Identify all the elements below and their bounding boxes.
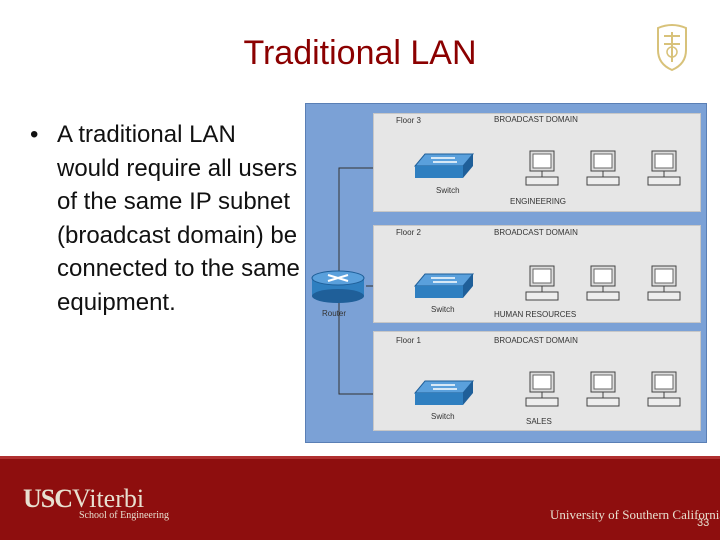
switch-icon — [413, 153, 475, 178]
network-diagram: Floor 3 BROADCAST DOMAIN Switch ENGINEER… — [305, 103, 707, 443]
computer-icon — [586, 265, 620, 301]
usc-seal-icon — [657, 24, 687, 72]
computer-icon — [525, 150, 559, 186]
department-label: SALES — [526, 417, 552, 426]
computer-icon — [586, 150, 620, 186]
bullet-marker: • — [30, 121, 39, 148]
computer-icon — [647, 150, 681, 186]
router-label: Router — [322, 309, 347, 318]
bullet-text: A traditional LAN would require all user… — [57, 121, 300, 316]
floor-label: Floor 2 — [396, 228, 421, 237]
switch-label: Switch — [436, 186, 460, 195]
computer-icon — [647, 371, 681, 407]
usc-viterbi-logo: USCViterbi School of Engineering — [23, 484, 169, 521]
switch-icon — [413, 380, 475, 405]
logo-usc-text: USC — [23, 484, 73, 513]
router-icon — [311, 270, 365, 303]
university-name: University of Southern California — [550, 507, 720, 522]
broadcast-domain-label: BROADCAST DOMAIN — [494, 228, 578, 237]
switch-label: Switch — [431, 305, 455, 314]
department-label: ENGINEERING — [510, 197, 567, 206]
computer-icon — [647, 265, 681, 301]
department-label: HUMAN RESOURCES — [494, 310, 577, 319]
footer-divider — [0, 456, 720, 459]
switch-label: Switch — [431, 412, 455, 421]
logo-viterbi-text: Viterbi — [72, 484, 145, 513]
computer-icon — [525, 371, 559, 407]
broadcast-domain-label: BROADCAST DOMAIN — [494, 336, 578, 345]
broadcast-domain-label: BROADCAST DOMAIN — [494, 115, 578, 124]
computer-icon — [525, 265, 559, 301]
computer-icon — [586, 371, 620, 407]
slide-title: Traditional LAN — [243, 34, 477, 72]
floor-label: Floor 3 — [396, 116, 421, 125]
page-number: 33 — [697, 517, 710, 529]
footer-bar — [0, 456, 720, 540]
school-name: School of Engineering — [79, 510, 169, 521]
floor-label: Floor 1 — [396, 336, 421, 345]
switch-icon — [413, 273, 475, 298]
